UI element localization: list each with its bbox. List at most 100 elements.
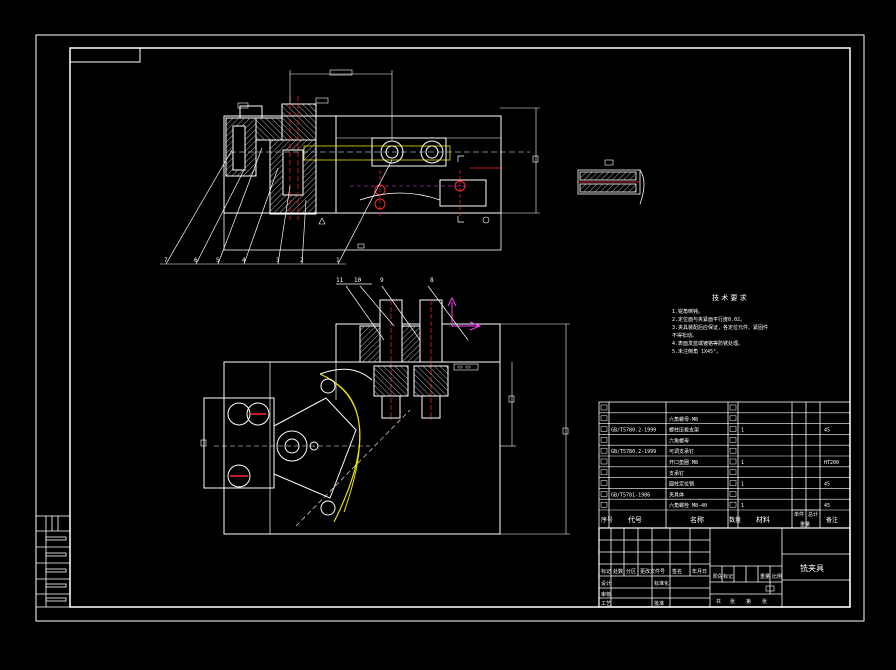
bom-header-qty: 数量 bbox=[729, 516, 741, 524]
standard-label: 标准化 bbox=[654, 580, 669, 587]
bom-qty: 1 bbox=[741, 482, 744, 488]
bom-header-seq: 序号 bbox=[601, 516, 613, 524]
balloon-label: 1 bbox=[336, 257, 340, 264]
rev-date: 年月日 bbox=[692, 568, 707, 575]
leaders-bottom bbox=[336, 283, 469, 341]
rev-count: 处数 bbox=[613, 568, 623, 575]
bom-name: 圆柱定位销 bbox=[669, 481, 694, 488]
bom-header-material: 材料 bbox=[756, 515, 770, 524]
seq-mark bbox=[600, 491, 608, 497]
binding-strip bbox=[35, 515, 71, 608]
qty-mark bbox=[729, 491, 737, 497]
leaders-top bbox=[160, 147, 393, 265]
rev-sign: 签名 bbox=[672, 568, 682, 575]
tech-requirements: 技 术 要 求 1.锐角倒钝。2.定位面与夹紧面平行度0.02。3.夹具装配后应… bbox=[672, 293, 768, 355]
bom-header-remark: 备注 bbox=[826, 516, 838, 524]
front-view bbox=[223, 69, 540, 251]
title-block bbox=[598, 527, 851, 608]
tech-req-line: 3.夹具装配后应保证，各定位元件、紧固件 bbox=[672, 324, 768, 331]
balloons-top: 7 6 5 4 3 2 1 bbox=[164, 257, 340, 264]
bom-name: 夹具体 bbox=[669, 491, 684, 498]
balloon-label: 2 bbox=[300, 257, 304, 264]
qty-mark bbox=[729, 404, 737, 411]
role-review: 审核 bbox=[601, 591, 611, 598]
balloon-label: 9 bbox=[380, 277, 384, 284]
seq-mark bbox=[600, 404, 608, 411]
bom-header-name: 名称 bbox=[690, 515, 704, 524]
bom-name: 六角螺母-M8 bbox=[669, 416, 698, 423]
bom-header: 序号 代号 名称 数量 材料 单件 总计 重量 备注 bbox=[601, 511, 838, 528]
qty-mark bbox=[729, 447, 737, 454]
bom-note: 45 bbox=[824, 503, 830, 509]
seq-mark bbox=[600, 501, 608, 508]
bom-header-total: 总计 bbox=[808, 511, 818, 518]
bom-name: 六角螺栓 M8-40 bbox=[669, 502, 707, 509]
role-approve: 批准 bbox=[654, 600, 664, 607]
bom-qty: 1 bbox=[741, 503, 744, 509]
bom-note: 45 bbox=[824, 482, 830, 488]
seq-mark bbox=[600, 437, 608, 443]
bom-code: GB/T5780.2-1999 bbox=[611, 428, 656, 434]
qty-mark bbox=[729, 480, 737, 486]
stage-label: 阶段标记 bbox=[713, 573, 733, 580]
rev-doc: 更改文件号 bbox=[640, 568, 665, 575]
seq-mark bbox=[600, 447, 608, 454]
balloon-label: 8 bbox=[430, 277, 434, 284]
sheet-total-a: 共 bbox=[716, 598, 721, 605]
detail-view bbox=[577, 159, 645, 205]
scale-label: 比例 bbox=[772, 573, 782, 580]
bom-header-weight: 重量 bbox=[800, 521, 810, 528]
sheet-no-a: 第 bbox=[746, 598, 751, 605]
qty-mark bbox=[729, 426, 737, 432]
sheet-frame bbox=[35, 34, 865, 622]
balloon-label: 5 bbox=[216, 257, 220, 264]
bom-name: 支承钉 bbox=[669, 470, 684, 477]
seq-mark bbox=[600, 469, 608, 476]
balloon-label: 10 bbox=[354, 277, 362, 284]
design-label: 设计 bbox=[601, 580, 611, 587]
rev-zone: 分区 bbox=[626, 568, 636, 575]
sheet-no-b: 张 bbox=[762, 598, 767, 605]
drawing-name: 铣夹具 bbox=[800, 563, 824, 573]
seq-mark bbox=[600, 426, 608, 432]
bom-qty: 1 bbox=[741, 428, 744, 434]
tech-req-line: 不得松动。 bbox=[672, 332, 697, 339]
bom-name: 螺柱压板支架 bbox=[669, 427, 699, 434]
qty-mark bbox=[729, 501, 737, 508]
bom-code: GB/T5780.2-1999 bbox=[611, 449, 656, 455]
title-block-text: 铣夹具 标记 处数 分区 更改文件号 签名 年月日 设计 标准化 阶段标记 重量… bbox=[601, 563, 824, 607]
qty-mark bbox=[729, 458, 737, 465]
tech-req-line: 2.定位面与夹紧面平行度0.02。 bbox=[672, 316, 745, 323]
tech-req-line: 4.表面发蓝或镀铬等防锈处理。 bbox=[672, 340, 743, 347]
balloon-label: 7 bbox=[164, 257, 168, 264]
seq-mark bbox=[600, 415, 608, 422]
rev-mark: 标记 bbox=[601, 568, 611, 575]
tech-req-line: 1.锐角倒钝。 bbox=[672, 308, 703, 315]
balloon-label: 11 bbox=[336, 277, 344, 284]
tech-req-line: 5.未注倒角 1X45°。 bbox=[672, 348, 721, 355]
bom-qty: 1 bbox=[741, 460, 744, 466]
plan-view bbox=[200, 296, 570, 535]
qty-mark bbox=[729, 415, 737, 422]
bom-code: GB/T5781-1986 bbox=[611, 492, 650, 498]
sheet-total-b: 张 bbox=[730, 598, 735, 605]
bom-table bbox=[598, 401, 851, 529]
bom-header-code: 代号 bbox=[628, 515, 642, 524]
bom-note: 45 bbox=[824, 428, 830, 434]
bom-note: HT200 bbox=[824, 460, 839, 466]
weight-label: 重量 bbox=[760, 573, 770, 580]
seq-mark bbox=[600, 480, 608, 486]
qty-mark bbox=[729, 469, 737, 476]
seq-mark bbox=[600, 458, 608, 465]
bom-name: 六角螺母 bbox=[669, 437, 689, 444]
qty-mark bbox=[729, 437, 737, 443]
role-process: 工艺 bbox=[601, 601, 611, 607]
balloon-label: 6 bbox=[194, 257, 198, 264]
bom-name: 可调支承钉 bbox=[669, 448, 694, 455]
balloons-bottom: 11 10 9 8 bbox=[336, 277, 434, 284]
balloon-label: 4 bbox=[242, 257, 246, 264]
bom-name: 开口垫圈 M8 bbox=[669, 459, 698, 466]
balloon-label: 3 bbox=[276, 257, 280, 264]
tech-req-title: 技 术 要 求 bbox=[712, 293, 747, 302]
